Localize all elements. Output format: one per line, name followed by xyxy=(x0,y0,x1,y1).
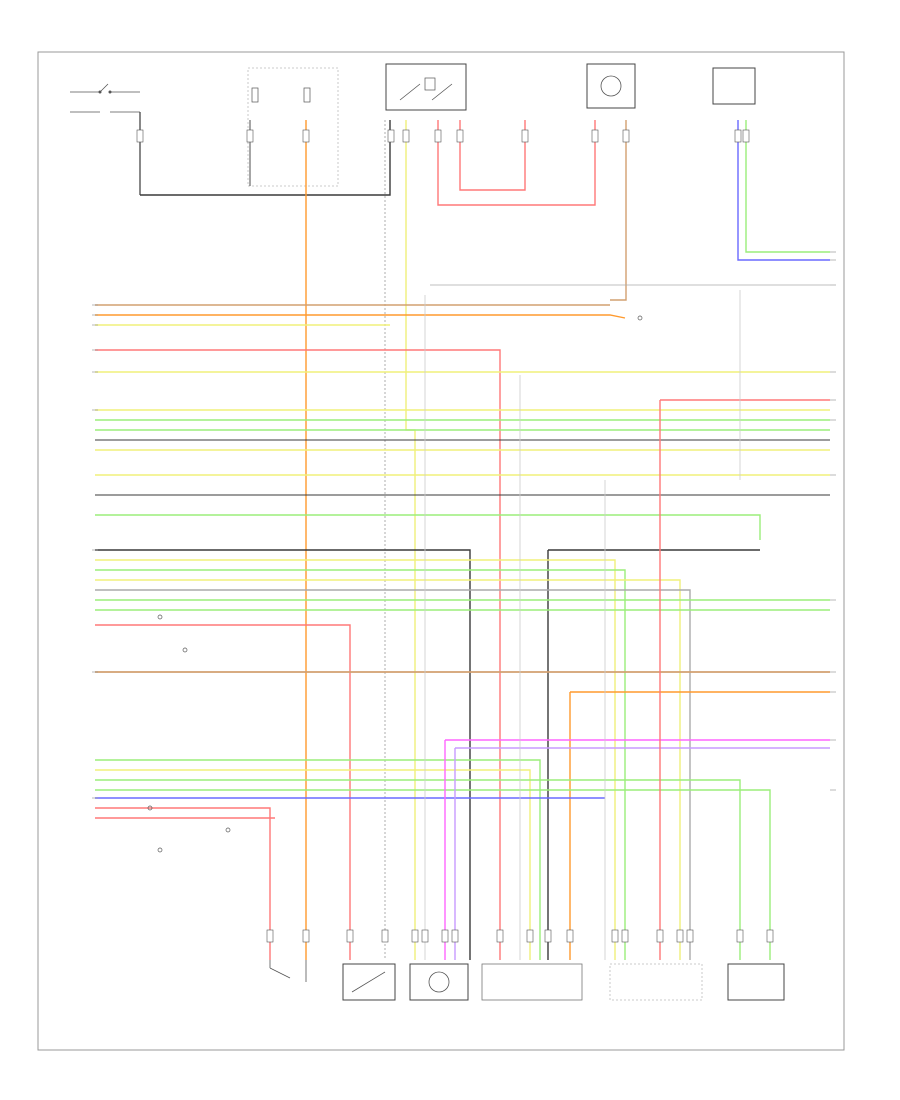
pedal-sensor xyxy=(727,963,785,1001)
ignition-switch xyxy=(70,83,141,195)
top-connectors xyxy=(136,129,750,143)
relay-top xyxy=(385,63,467,111)
fuse-panel xyxy=(247,67,339,187)
ground-symbols xyxy=(147,315,643,853)
throttle-position xyxy=(609,963,703,1001)
brake-switch xyxy=(269,960,307,982)
clutch-switch xyxy=(342,963,396,1001)
sensor-top-1 xyxy=(586,63,636,109)
diagram-frame xyxy=(37,51,845,1051)
throttle-motor xyxy=(409,963,469,1001)
sensor-top-2 xyxy=(712,67,756,105)
right-edge-marks xyxy=(830,251,836,791)
ecm-pin-ticks xyxy=(92,304,98,799)
bottom-connectors xyxy=(266,929,774,943)
wires xyxy=(95,120,830,960)
throttle-sensor xyxy=(481,963,583,1001)
